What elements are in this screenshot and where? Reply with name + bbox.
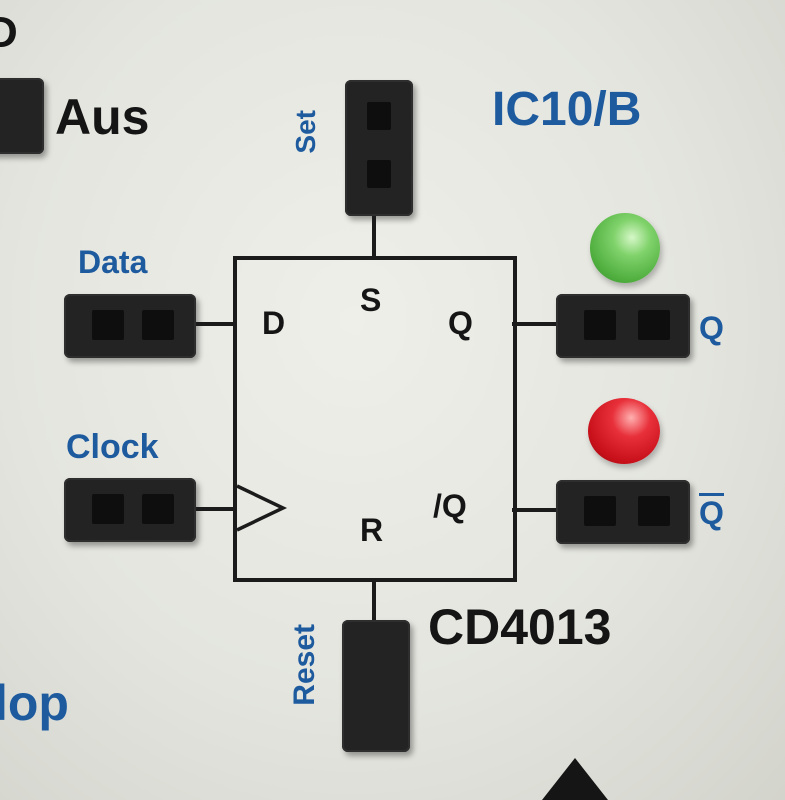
pin-qbar: /Q [433, 488, 467, 524]
set-socket-hole-bottom [367, 160, 391, 188]
clock-triangle-icon [236, 484, 288, 532]
pin-r: R [360, 512, 384, 548]
q-socket-hole-left [584, 310, 616, 340]
reset-socket[interactable] [342, 620, 410, 752]
qbar-wire [512, 508, 558, 512]
reset-wire [372, 578, 376, 622]
qbar-socket-hole-right [638, 496, 670, 526]
chip-label: CD4013 [428, 599, 612, 655]
aus-label: Aus [55, 89, 150, 145]
data-socket[interactable] [64, 294, 196, 358]
q-socket[interactable] [556, 294, 690, 358]
bottom-left-fragment: lop [0, 675, 69, 731]
q-socket-hole-right [638, 310, 670, 340]
qbar-socket-hole-left [584, 496, 616, 526]
clock-socket[interactable] [64, 478, 196, 542]
pin-q: Q [448, 305, 473, 341]
clock-label: Clock [66, 428, 159, 466]
q-wire [512, 322, 558, 326]
clock-wire [196, 507, 236, 511]
q-output-label: Q [699, 310, 724, 346]
qbar-led-red [588, 398, 660, 464]
pin-s: S [360, 282, 382, 318]
triangle-marker-icon [542, 758, 608, 800]
clock-socket-hole-right [142, 494, 174, 524]
data-label: Data [78, 244, 148, 280]
set-wire [372, 216, 376, 258]
top-left-fragment: D [0, 8, 18, 57]
set-socket[interactable] [345, 80, 413, 216]
aus-socket[interactable] [0, 78, 44, 154]
data-socket-hole-right [142, 310, 174, 340]
ic-label: IC10/B [492, 83, 642, 136]
reset-label: Reset [288, 624, 321, 706]
data-socket-hole-left [92, 310, 124, 340]
set-socket-hole-top [367, 102, 391, 130]
set-label: Set [290, 110, 321, 154]
qbar-socket[interactable] [556, 480, 690, 544]
data-wire [196, 322, 236, 326]
clock-socket-hole-left [92, 494, 124, 524]
pin-d: D [262, 305, 286, 341]
qbar-output-label: Q [699, 493, 724, 531]
q-led-green [590, 213, 660, 283]
